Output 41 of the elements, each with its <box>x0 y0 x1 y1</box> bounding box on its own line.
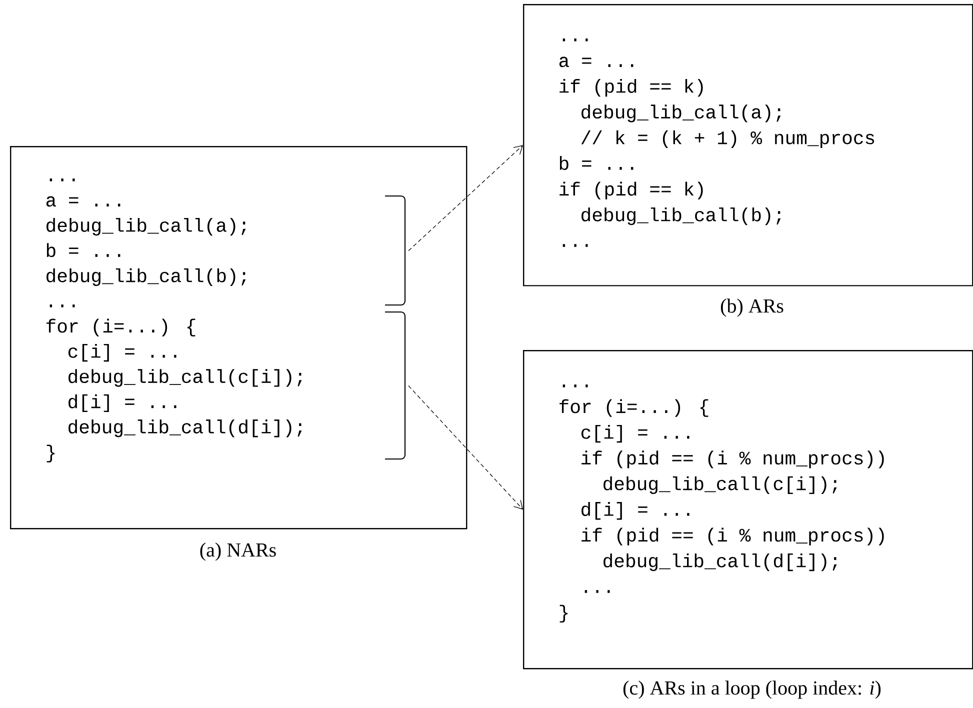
code-box <box>10 146 468 530</box>
code-line: for (i=...) { <box>46 318 196 336</box>
code-line: ... <box>562 384 588 388</box>
node-label: (a) NARs <box>200 542 276 561</box>
node-label: (c) ARs in a loop (loop index: i) <box>623 680 881 699</box>
code-line: debug_lib_call(c[i]); <box>604 476 837 494</box>
code-line: b = ... <box>46 243 120 258</box>
bracket <box>385 195 406 306</box>
code-line: c[i] = ... <box>581 424 690 443</box>
code-line: c[i] = ... <box>68 344 176 362</box>
code-line: debug_lib_call(d[i]); <box>604 553 837 572</box>
arrow <box>408 145 523 252</box>
code-line: ... <box>50 304 75 308</box>
code-line: for (i=...) { <box>560 399 708 417</box>
code-line: if (pid == (i % num_procs)) <box>582 450 884 468</box>
code-box <box>523 350 973 670</box>
code-line: ... <box>562 244 588 247</box>
arrow <box>408 385 523 510</box>
code-line: d[i] = ... <box>582 502 690 520</box>
code-line: a = ... <box>559 56 634 68</box>
bracket <box>385 311 406 460</box>
code-line: ... <box>50 178 75 182</box>
code-line: if (pid == k) <box>560 78 703 97</box>
code-line: debug_lib_call(b); <box>582 207 781 226</box>
node-label: (b) ARs <box>720 298 784 317</box>
code-line: ... <box>584 590 610 593</box>
code-line: ... <box>562 38 588 42</box>
code-line: debug_lib_call(a); <box>46 218 246 236</box>
code-line: } <box>46 444 55 462</box>
code-line: debug_lib_call(a); <box>582 104 781 122</box>
code-line: debug_lib_call(b); <box>46 268 246 286</box>
code-line: debug_lib_call(c[i]); <box>68 369 302 387</box>
code-line: if (pid == k) <box>560 182 703 200</box>
code-line: if (pid == (i % num_procs)) <box>582 528 884 546</box>
code-line: b = ... <box>560 156 634 170</box>
code-line: a = ... <box>46 196 120 207</box>
code-line: debug_lib_call(d[i]); <box>68 420 302 438</box>
code-box <box>523 4 973 286</box>
code-line: } <box>560 604 568 622</box>
code-line: d[i] = ... <box>68 394 176 412</box>
code-line: // k = (k + 1) % num_procs <box>581 130 874 148</box>
